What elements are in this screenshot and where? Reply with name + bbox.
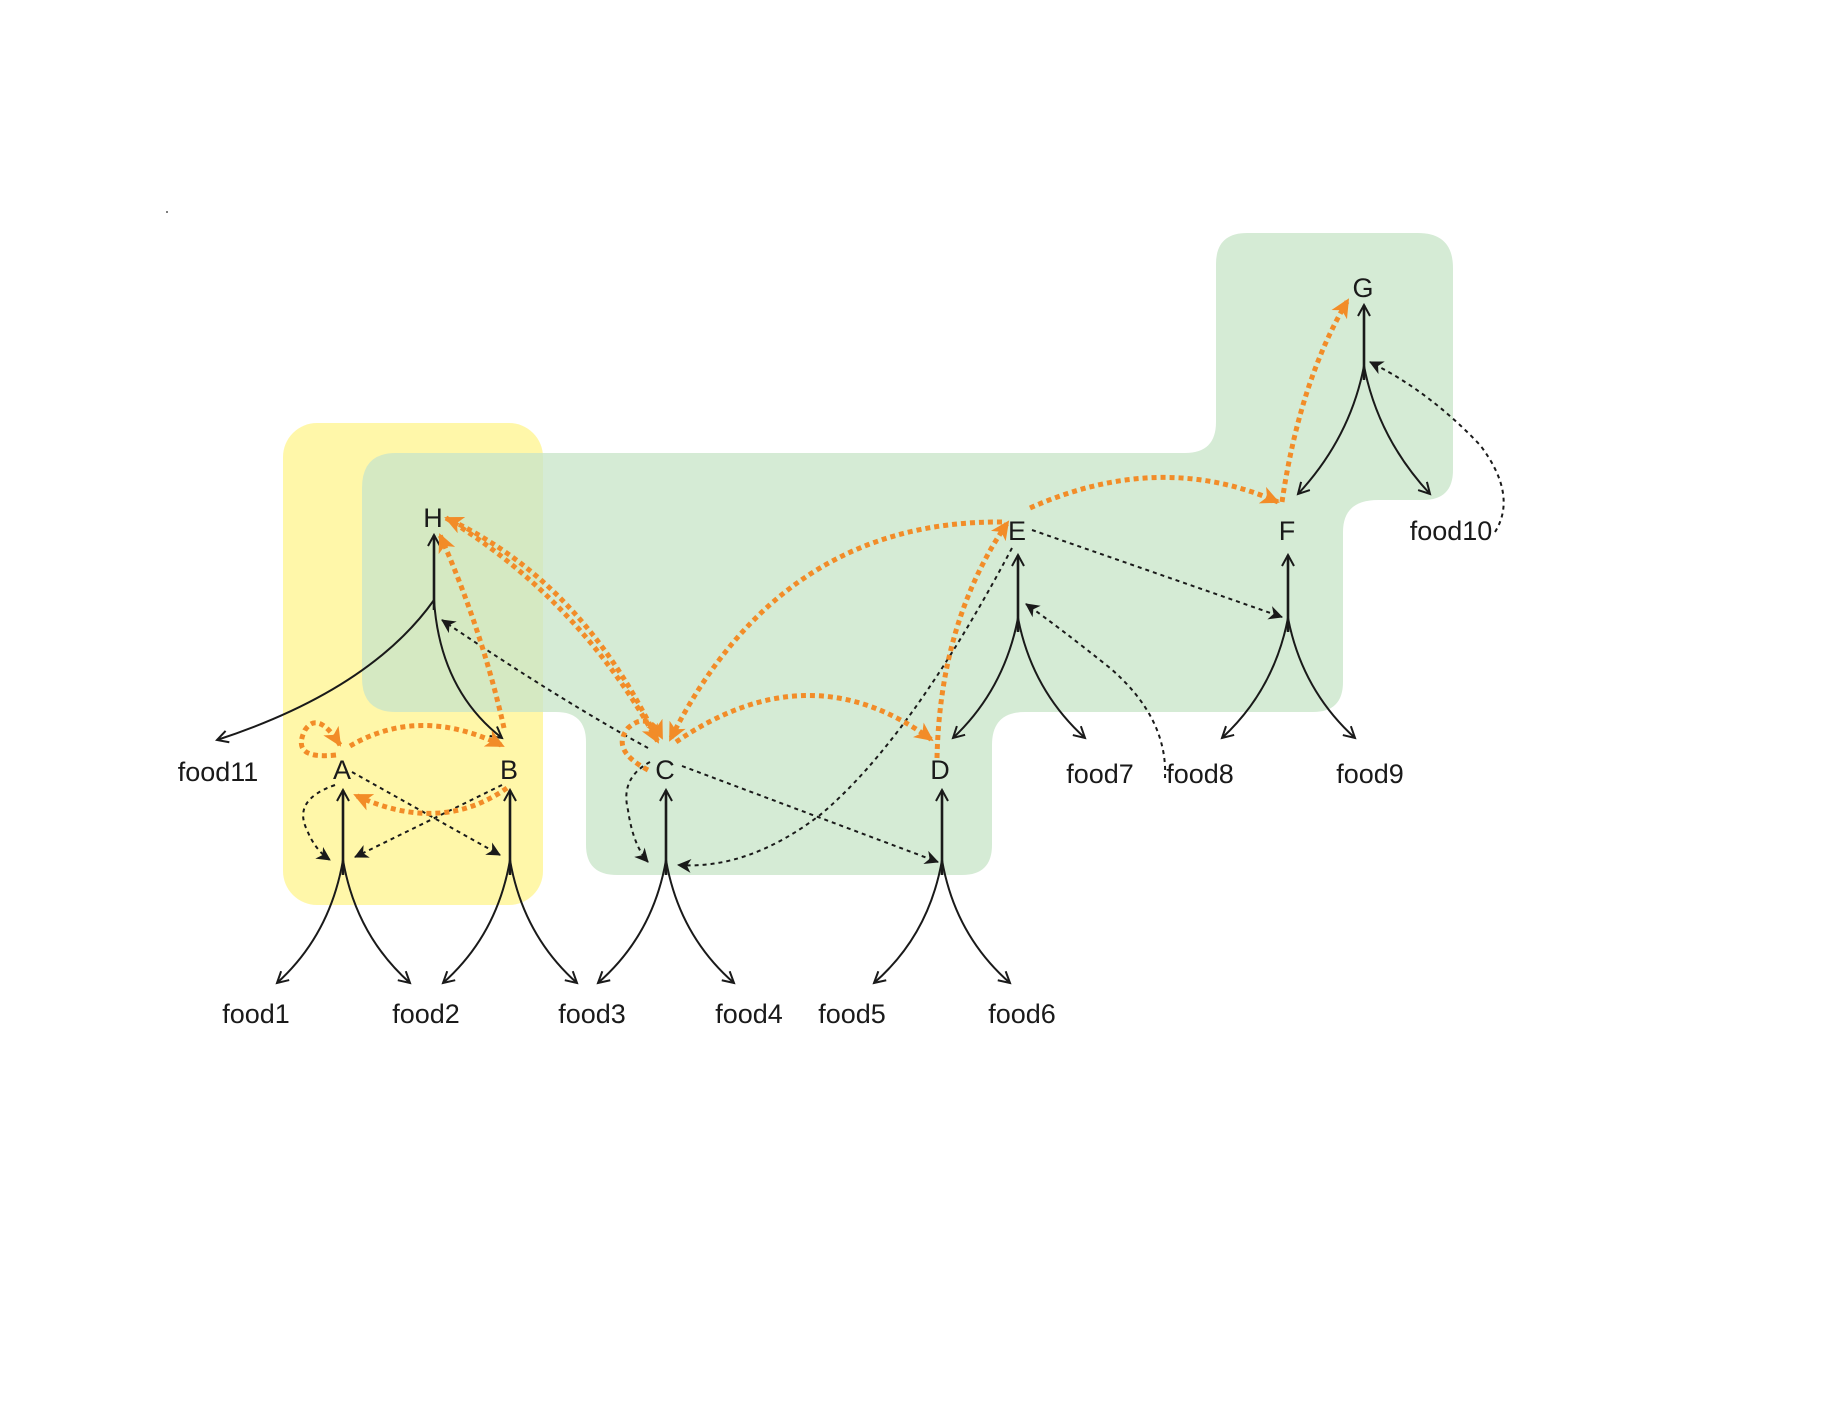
edge-h-food11 xyxy=(217,599,435,740)
dashed-e-c xyxy=(677,547,1013,873)
food-label-food5: food5 xyxy=(818,999,886,1029)
edge-c-food3 xyxy=(598,859,667,983)
node-g: G xyxy=(1352,273,1373,303)
orange-f-g xyxy=(1279,298,1351,503)
edge-c-food4 xyxy=(665,859,734,983)
food-label-food11: food11 xyxy=(178,757,259,787)
edge-d-food5 xyxy=(874,859,943,983)
orange-a-a xyxy=(298,720,343,759)
edge-a-food2 xyxy=(342,859,410,983)
regions xyxy=(283,233,1453,905)
orange-e-c xyxy=(667,519,1003,742)
dashed-food7-e xyxy=(1025,603,1167,779)
orange-h-c xyxy=(444,515,661,744)
dashed-food10-g xyxy=(1369,361,1505,533)
edge-e-food7 xyxy=(1017,617,1085,738)
orange-b-a xyxy=(353,785,509,816)
node-c: C xyxy=(655,755,675,785)
orange-a-b xyxy=(348,723,505,749)
dashed-b-a xyxy=(354,784,503,858)
node-e: E xyxy=(1008,516,1026,546)
dashed-c-c xyxy=(625,761,651,863)
food-label-food2: food2 xyxy=(392,999,460,1029)
food-label-food10: food10 xyxy=(1410,516,1493,546)
node-f: F xyxy=(1279,516,1296,546)
orange-d-e xyxy=(934,520,1011,759)
node-a: A xyxy=(333,755,351,785)
orange-b-h xyxy=(437,533,507,729)
node-d: D xyxy=(930,755,950,785)
edge-a-food1 xyxy=(277,859,344,983)
orange-edges xyxy=(298,298,1351,816)
food-label-food7: food7 xyxy=(1066,759,1134,789)
edge-b-food3 xyxy=(509,859,577,983)
food-labels: food1 food2 food3 food4 food5 food6 food… xyxy=(178,516,1493,1029)
node-labels: A B C D E F G H xyxy=(333,273,1374,785)
edge-d-food6 xyxy=(941,859,1010,983)
green-region xyxy=(362,233,1453,875)
node-b: B xyxy=(500,755,518,785)
food-label-food8: food8 xyxy=(1166,759,1234,789)
edge-h-b xyxy=(433,599,502,738)
edge-g-food10 xyxy=(1363,365,1430,494)
stray-dot xyxy=(166,211,168,213)
food-label-food6: food6 xyxy=(988,999,1056,1029)
edge-f-food9 xyxy=(1287,617,1355,738)
dashed-c-d xyxy=(681,765,939,864)
solid-edges xyxy=(217,305,1430,983)
dashed-a-a xyxy=(302,784,336,861)
edge-b-food2 xyxy=(443,859,511,983)
node-h: H xyxy=(423,503,443,533)
food-label-food4: food4 xyxy=(715,999,783,1029)
dashed-edges xyxy=(302,361,1505,873)
food-label-food9: food9 xyxy=(1336,759,1404,789)
orange-c-d xyxy=(674,693,934,745)
edge-g-f xyxy=(1298,365,1365,494)
edge-e-d xyxy=(953,617,1019,738)
food-label-food3: food3 xyxy=(558,999,626,1029)
orange-c-c xyxy=(619,718,665,773)
food-label-food1: food1 xyxy=(222,999,290,1029)
edge-f-food8 xyxy=(1222,617,1289,738)
